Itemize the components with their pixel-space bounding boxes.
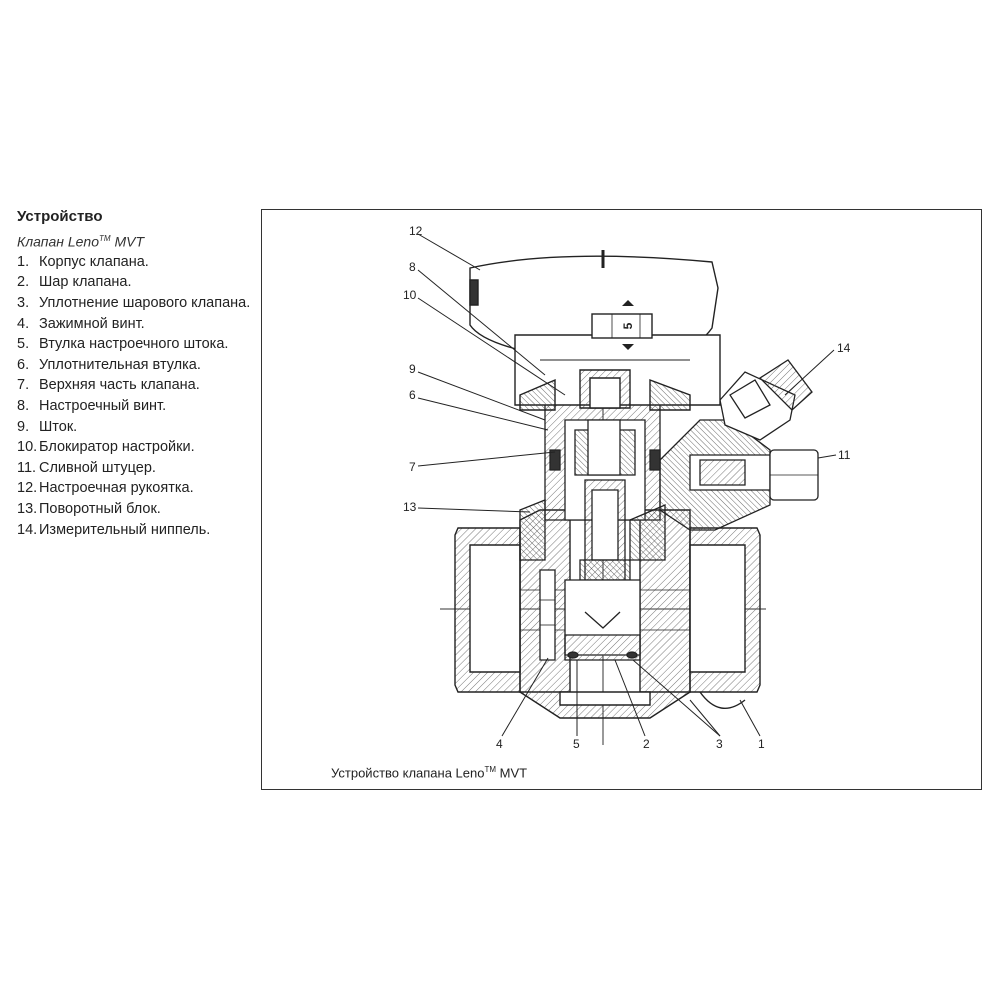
callout-label: 3	[716, 737, 723, 751]
legend-item: 8.Настроечный винт.	[17, 398, 167, 414]
callout-label: 7	[409, 460, 416, 474]
callout-label: 9	[409, 362, 416, 376]
leader-lines	[417, 233, 837, 737]
drain-branch	[659, 419, 819, 531]
valve-stem	[579, 479, 631, 606]
legend-item: 10.Блокиратор настройки.	[17, 439, 195, 456]
callout-label: 6	[409, 388, 416, 402]
legend-item: 13.Поворотный блок.	[17, 500, 161, 517]
dial-value: 5	[621, 322, 635, 329]
diagram-caption: Устройство клапана LenoTM MVT	[331, 765, 528, 781]
valve-body	[454, 509, 761, 719]
legend-item: 7.Верхняя часть клапана.	[17, 377, 200, 394]
callout-label: 12	[409, 224, 423, 238]
callout-label: 4	[496, 737, 503, 751]
legend-item: 14.Измерительный ниппель.	[17, 521, 211, 538]
callout-label: 2	[643, 737, 650, 751]
legend-item: 6.Уплотнительная втулка.	[17, 356, 201, 373]
legend-item: 12.Настроечная рукоятка.	[17, 480, 194, 497]
callout-label: 8	[409, 260, 416, 274]
legend-list: 1.Корпус клапана. 2.Шар клапана. 3.Уплот…	[17, 252, 257, 540]
legend-heading: Устройство	[17, 208, 103, 225]
rotary-unit	[519, 499, 666, 561]
callout-labels: 12 8 10 9 6 7 13 14 11 4 5 2 3 1	[403, 224, 851, 751]
callout-label: 5	[573, 737, 580, 751]
callout-label: 14	[837, 341, 851, 355]
callout-label: 10	[403, 288, 417, 302]
legend-item: 11.Сливной штуцер.	[17, 459, 156, 476]
legend-item: 5.Втулка настроечного штока.	[17, 336, 229, 353]
callout-label: 13	[403, 500, 417, 514]
valve-ball	[539, 569, 641, 661]
measuring-nipple	[719, 359, 813, 441]
legend-item: 4.Зажимной винт.	[17, 315, 145, 332]
callout-label: 11	[838, 448, 851, 462]
legend: Устройство Клапан LenoTM MVT 1.Корпус кл…	[17, 207, 257, 540]
legend-item: 1.Корпус клапана.	[17, 253, 149, 270]
diagram-frame	[261, 209, 982, 790]
legend-item: 9.Шток.	[17, 418, 78, 435]
legend-subheading: Клапан LenoTM MVT	[17, 233, 145, 250]
setting-handle	[469, 250, 721, 411]
callout-label: 1	[758, 737, 765, 751]
legend-item: 2.Шар клапана.	[17, 274, 132, 291]
legend-item: 3.Уплотнение шарового клапана.	[17, 295, 251, 312]
